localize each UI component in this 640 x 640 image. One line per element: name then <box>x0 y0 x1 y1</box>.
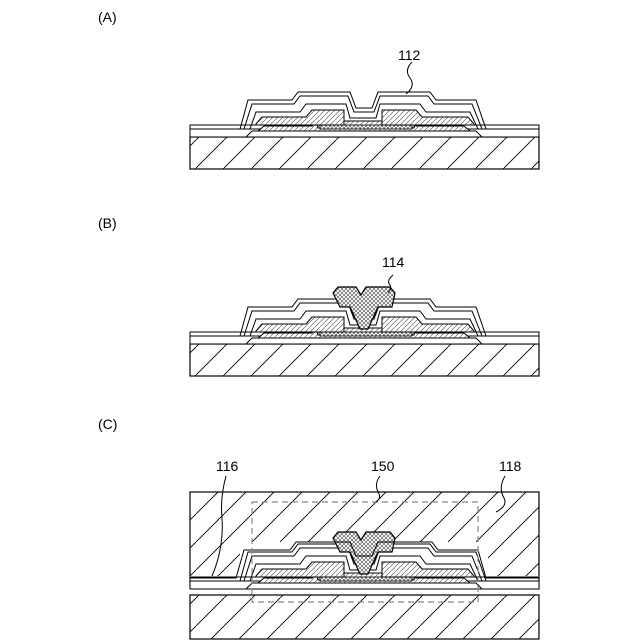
leader-line-112 <box>406 62 412 94</box>
substrate <box>190 595 539 639</box>
substrate <box>190 137 539 169</box>
panel-a-diagram <box>190 62 539 169</box>
panel-c-diagram <box>190 476 539 639</box>
transistor-stack <box>190 92 539 137</box>
substrate <box>190 344 539 376</box>
panel-b-diagram <box>190 275 539 376</box>
